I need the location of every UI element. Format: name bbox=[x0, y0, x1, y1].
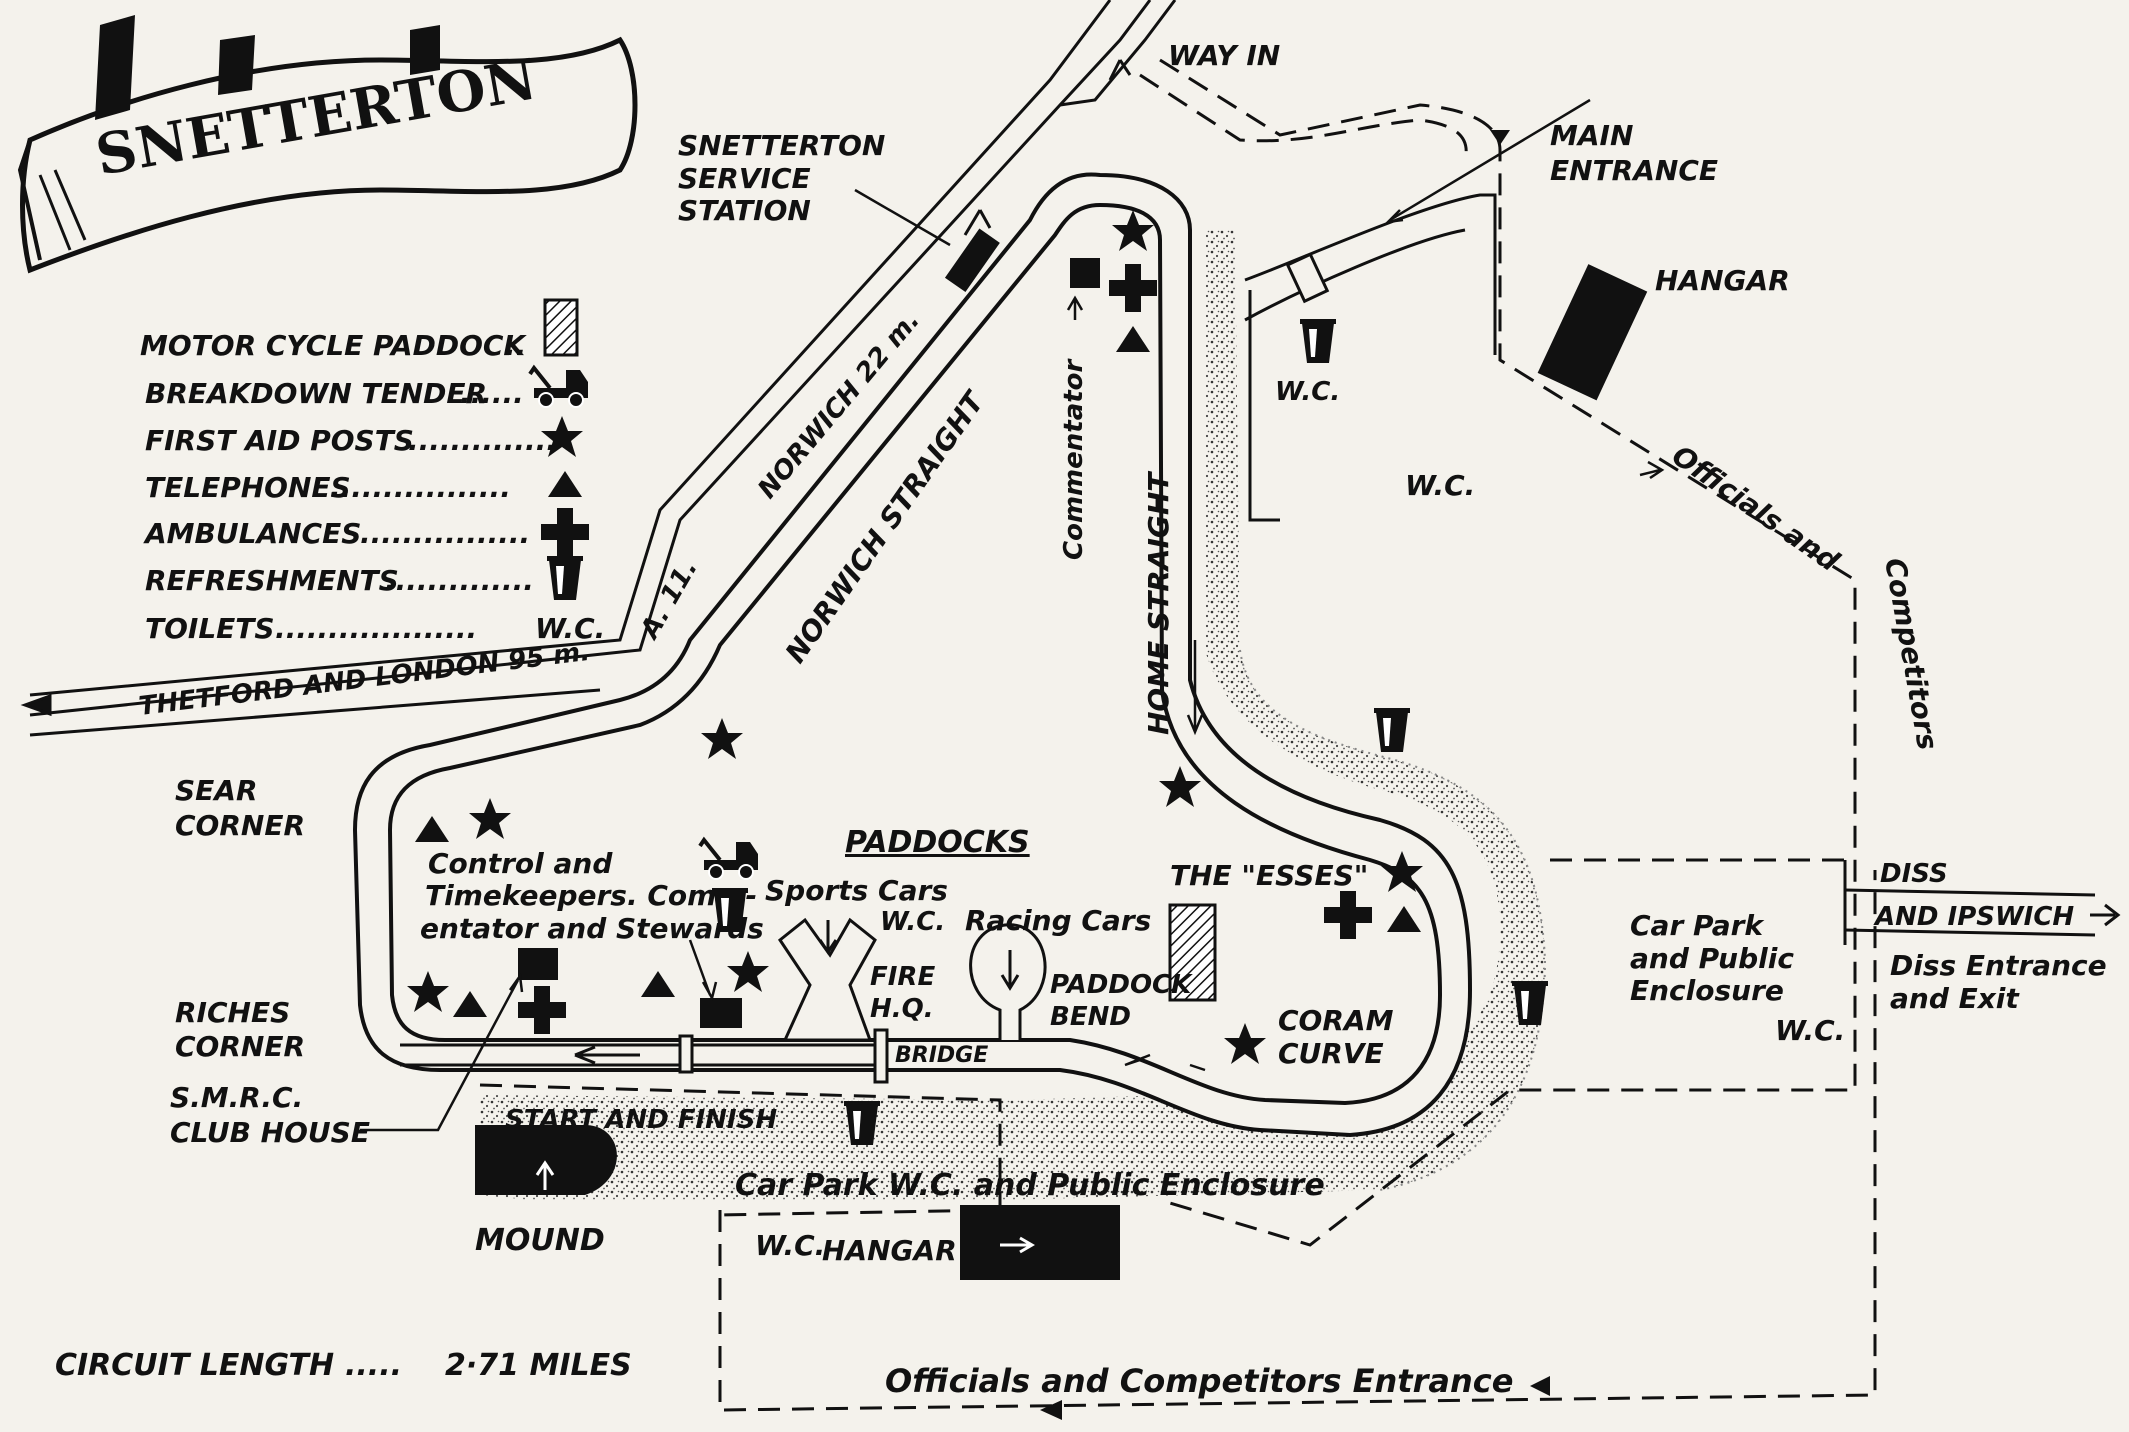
label-main-entrance-1: MAIN bbox=[1550, 119, 1633, 152]
label-racing-cars: Racing Cars bbox=[965, 904, 1151, 937]
label-sports-wc: W.C. bbox=[880, 907, 945, 937]
hangar-s-building bbox=[960, 1205, 1120, 1280]
label-service-station-1: SNETTERTON bbox=[678, 129, 885, 162]
label-paddock-bend-1: PADDOCK bbox=[1050, 970, 1193, 1000]
motor-cycle-paddock-box bbox=[1168, 903, 1217, 1002]
pointer-lines bbox=[360, 98, 1665, 1132]
title-scroll bbox=[17, 15, 638, 274]
club-house-box bbox=[518, 948, 558, 980]
direction-arrows bbox=[1040, 130, 1550, 1420]
label-service-station-3: STATION bbox=[678, 194, 811, 227]
svg-text:.................: ................. bbox=[330, 471, 511, 504]
svg-text:...................: ................... bbox=[275, 612, 477, 645]
label-competitors-vertical: Competitors bbox=[1878, 555, 1944, 752]
label-circuit-length: CIRCUIT LENGTH bbox=[55, 1348, 334, 1383]
label-control-2: Timekeepers. Comm- bbox=[425, 879, 757, 912]
label-riches-1: RICHES bbox=[175, 996, 290, 1029]
spectator-bank bbox=[480, 230, 1545, 1200]
start-finish-line bbox=[400, 1028, 889, 1084]
label-start-finish: START AND FINISH bbox=[505, 1105, 777, 1135]
legend-label-4: AMBULANCES bbox=[143, 517, 361, 550]
road-label-ipswich: AND IPSWICH bbox=[1873, 902, 2074, 932]
label-wc-3: W.C. bbox=[1775, 1014, 1845, 1047]
label-fire-1: FIRE bbox=[870, 962, 935, 992]
road-label-diss: DISS bbox=[1880, 859, 1948, 889]
label-car-park-wc: Car Park W.C. and Public Enclosure bbox=[735, 1168, 1325, 1203]
label-circuit-length-value: 2·71 MILES bbox=[445, 1348, 632, 1383]
label-smrc-1: S.M.R.C. bbox=[170, 1081, 303, 1114]
legend-wc-symbol: W.C. bbox=[535, 612, 605, 645]
label-wc-2: W.C. bbox=[1405, 469, 1475, 502]
hangar-ne-building bbox=[1537, 264, 1648, 401]
label-commentator: Commentator bbox=[1059, 357, 1089, 560]
service-station-building bbox=[944, 228, 1000, 293]
legend-label-6: TOILETS bbox=[145, 612, 275, 645]
label-riches-2: CORNER bbox=[175, 1030, 305, 1063]
label-mound: MOUND bbox=[475, 1223, 605, 1258]
svg-text:..............: .............. bbox=[385, 564, 534, 597]
label-diss-entrance-1: Diss Entrance bbox=[1890, 949, 2107, 982]
svg-text:..............: .............. bbox=[408, 424, 557, 457]
gate-icon bbox=[1285, 252, 1330, 304]
label-esses: THE "ESSES" bbox=[1170, 859, 1368, 892]
label-paddock-bend-2: BEND bbox=[1050, 1002, 1131, 1032]
mound-building bbox=[475, 1125, 617, 1195]
triangle-icon bbox=[548, 471, 582, 497]
legend-label-3: TELEPHONES bbox=[145, 471, 351, 504]
label-circuit-length-dots: ..... bbox=[345, 1348, 402, 1383]
entrance-roads bbox=[1244, 193, 2121, 945]
spectator-bank-edge bbox=[1239, 649, 1547, 1191]
commentator-box bbox=[1070, 258, 1100, 288]
legend-label-0: MOTOR CYCLE PADDOCK bbox=[140, 329, 527, 362]
legend-label-5: REFRESHMENTS bbox=[145, 564, 399, 597]
a11-road bbox=[29, 0, 1177, 737]
label-wc-hangar: HANGAR bbox=[822, 1234, 957, 1267]
label-officials-diagonal: Officials and bbox=[1666, 439, 1846, 579]
label-main-entrance-2: ENTRANCE bbox=[1550, 154, 1718, 187]
label-wc-hangar-wc: W.C. bbox=[755, 1229, 825, 1262]
label-sear-corner-1: SEAR bbox=[175, 774, 258, 807]
label-car-park-3: Enclosure bbox=[1630, 974, 1784, 1007]
svg-text:..: .. bbox=[505, 329, 526, 362]
label-paddocks: PADDOCKS bbox=[845, 825, 1030, 860]
label-coram-1: CORAM bbox=[1278, 1004, 1394, 1037]
label-home-straight: HOME STRAIGHT bbox=[1142, 471, 1175, 735]
label-officials-entrance: Officials and Competitors Entrance bbox=[885, 1362, 1513, 1400]
cup-icon bbox=[547, 556, 583, 600]
label-service-station-2: SERVICE bbox=[678, 162, 811, 195]
label-smrc-2: CLUB HOUSE bbox=[170, 1116, 370, 1149]
label-sear-corner-2: CORNER bbox=[175, 809, 305, 842]
svg-text:......: ...... bbox=[460, 377, 524, 410]
sports-cars-paddock bbox=[777, 917, 877, 1042]
cup-icon bbox=[1300, 319, 1336, 363]
label-control-1: Control and bbox=[428, 847, 613, 880]
tow-truck-icon bbox=[528, 366, 590, 409]
label-diss-entrance-2: and Exit bbox=[1890, 982, 2020, 1015]
access-roads bbox=[479, 58, 1877, 1412]
svg-text:................: ................ bbox=[360, 517, 530, 550]
legend-label-1: BREAKDOWN TENDER bbox=[145, 377, 487, 410]
road-label-a11: A. 11. bbox=[634, 554, 704, 645]
label-sports-cars: Sports Cars bbox=[765, 874, 948, 907]
label-coram-2: CURVE bbox=[1278, 1037, 1384, 1070]
cup-icon bbox=[1374, 708, 1410, 752]
label-hangar-ne: HANGAR bbox=[1655, 264, 1790, 297]
label-bridge: BRIDGE bbox=[895, 1043, 988, 1068]
buildings bbox=[475, 228, 1648, 1280]
label-fire-2: H.Q. bbox=[870, 994, 934, 1024]
label-way-in: WAY IN bbox=[1168, 39, 1280, 72]
hatched-box-icon bbox=[543, 298, 579, 357]
legend-label-2: FIRST AID POSTS bbox=[145, 424, 414, 457]
legend: MOTOR CYCLE PADDOCK .. BREAKDOWN TENDER … bbox=[140, 298, 605, 645]
label-control-3: entator and Stewards bbox=[420, 912, 764, 945]
label-wc-1: W.C. bbox=[1275, 377, 1340, 407]
cross-icon bbox=[541, 508, 589, 556]
control-box bbox=[700, 998, 742, 1028]
label-car-park-1: Car Park bbox=[1630, 909, 1765, 942]
circuit-track-inner bbox=[387, 202, 1443, 1106]
label-car-park-2: and Public bbox=[1630, 942, 1794, 975]
